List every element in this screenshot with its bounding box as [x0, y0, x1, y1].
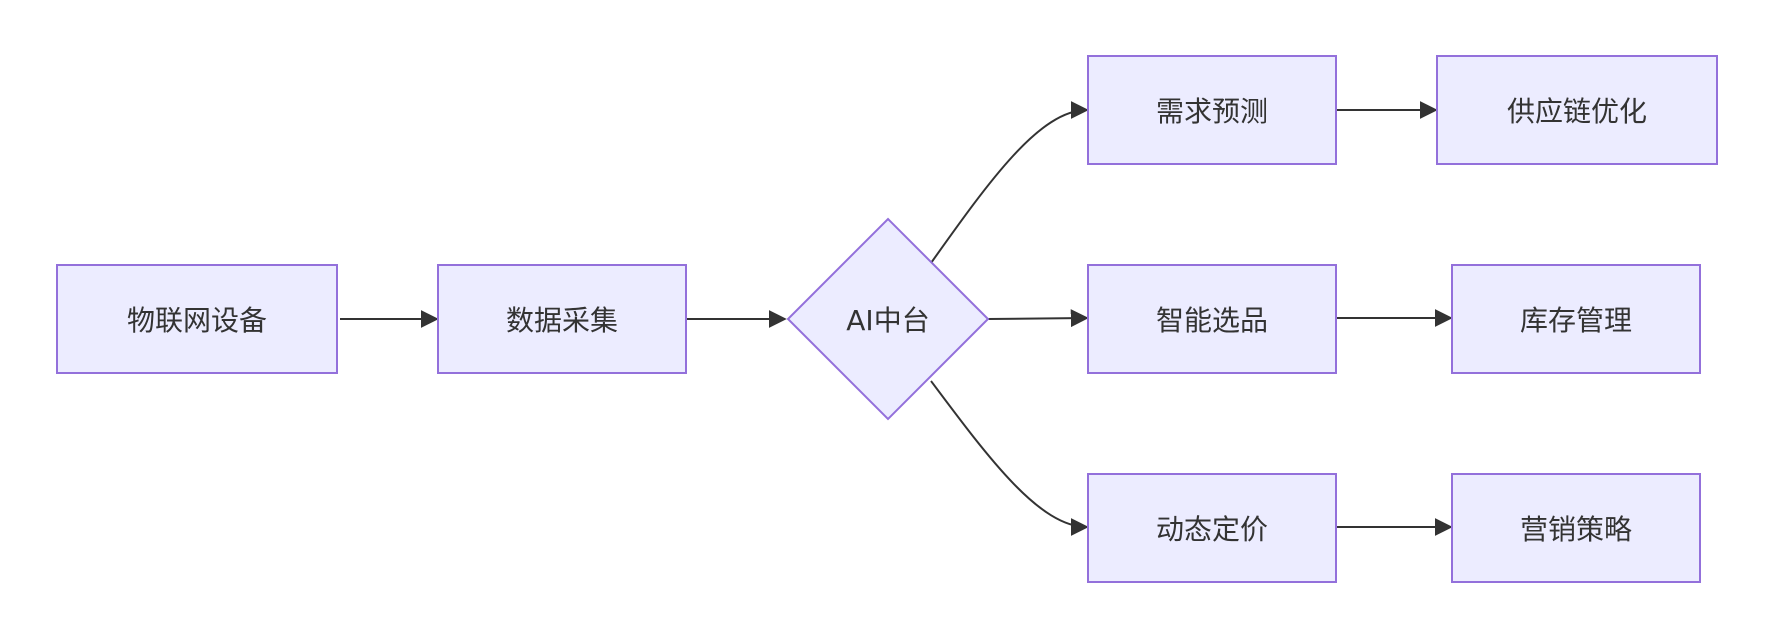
node-smart-selection: 智能选品: [1087, 264, 1337, 374]
node-marketing-strategy: 营销策略: [1451, 473, 1701, 583]
node-data-collection: 数据采集: [437, 264, 687, 374]
node-inventory-management: 库存管理: [1451, 264, 1701, 374]
node-supply-chain-optimization: 供应链优化: [1436, 55, 1718, 165]
node-supply-chain-optimization-label: 供应链优化: [1506, 95, 1647, 128]
node-dynamic-pricing: 动态定价: [1087, 473, 1337, 583]
edge-ai-to-select: [987, 309, 1089, 328]
ai-platform-diamond: [786, 217, 990, 421]
node-marketing-strategy-label: 营销策略: [1519, 513, 1632, 546]
node-demand-forecast-label: 需求预测: [1155, 95, 1268, 128]
edge-ai-to-pricing: [930, 380, 1089, 536]
node-smart-selection-label: 智能选品: [1155, 304, 1268, 337]
node-ai-platform-label: AI中台: [846, 304, 930, 337]
node-inventory-management-label: 库存管理: [1519, 304, 1632, 337]
node-data-collection-label: 数据采集: [505, 304, 618, 337]
edge-ai-to-forecast: [930, 101, 1089, 264]
node-demand-forecast: 需求预测: [1087, 55, 1337, 165]
node-iot-devices: 物联网设备: [56, 264, 338, 374]
node-dynamic-pricing-label: 动态定价: [1155, 513, 1268, 546]
node-ai-platform: AI中台: [808, 289, 968, 349]
node-iot-devices-label: 物联网设备: [126, 304, 267, 337]
